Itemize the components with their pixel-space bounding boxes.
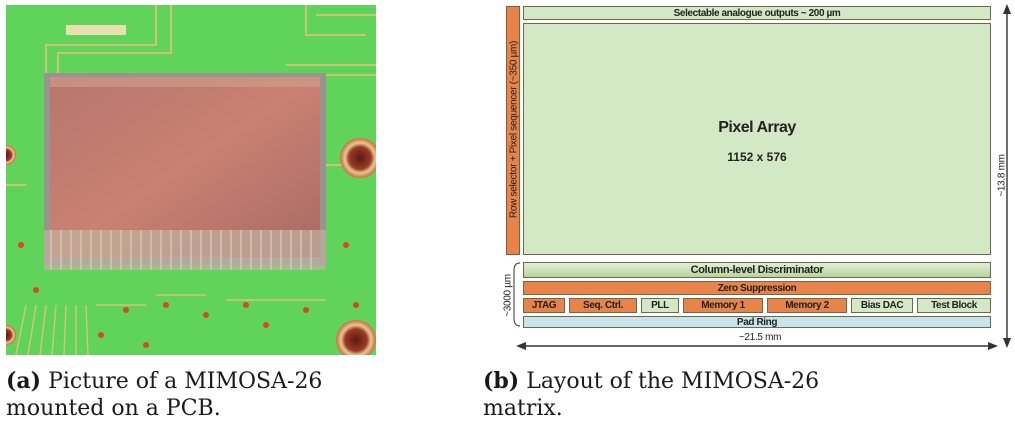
height-dimension-label: ~13.8 mm bbox=[997, 141, 1008, 211]
caption-b: (b) Layout of the MIMOSA-26 matrix. bbox=[483, 368, 903, 422]
caption-a: (a) Picture of a MIMOSA-26 mounted on a … bbox=[6, 368, 406, 422]
dimension-lines bbox=[496, 0, 1015, 360]
width-dimension-label: ~21.5 mm bbox=[520, 332, 1000, 343]
periphery-height-label: ~3000 µm bbox=[503, 261, 514, 331]
chip-photo bbox=[6, 5, 376, 355]
